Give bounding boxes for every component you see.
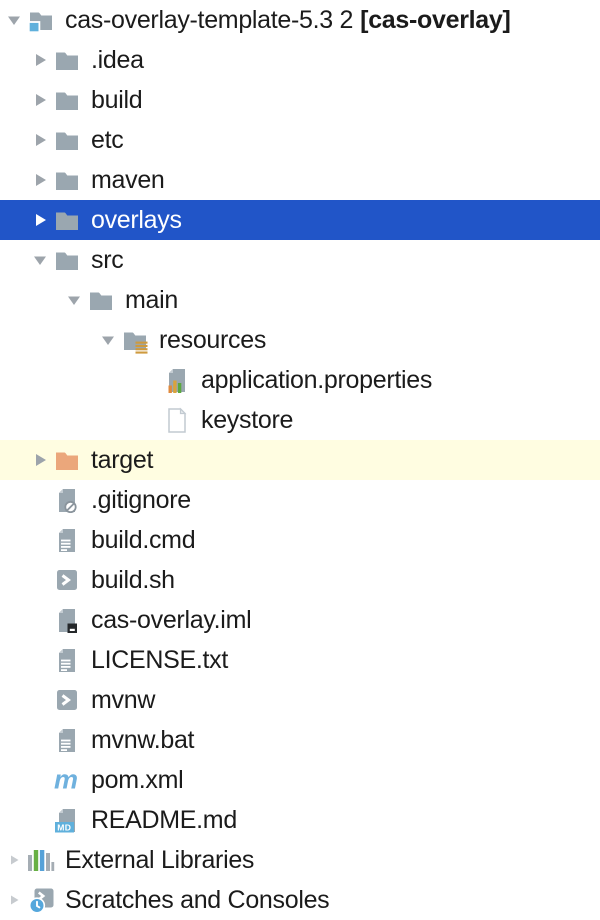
tree-row-src[interactable]: src [0,240,600,280]
tree-row-pom-xml[interactable]: m pom.xml [0,760,600,800]
markdown-file-icon: MD [52,807,82,833]
expanded-arrow-icon[interactable] [96,333,120,347]
collapsed-arrow-icon[interactable] [28,172,52,188]
text-file-icon [52,647,82,673]
tree-row-application-properties[interactable]: application.properties [0,360,600,400]
project-folder-icon [26,7,56,33]
folder-icon [52,247,82,273]
svg-text:MD: MD [57,823,71,833]
tree-item-label: README.md [91,806,237,834]
tree-row-build-sh[interactable]: build.sh [0,560,600,600]
tree-item-label: build.sh [91,566,175,594]
tree-item-label: .gitignore [91,486,191,514]
tree-item-label: main [125,286,178,314]
tree-row-mvnw[interactable]: mvnw [0,680,600,720]
tree-item-label: keystore [201,406,294,434]
expanded-arrow-icon[interactable] [2,13,26,27]
tree-row-keystore[interactable]: keystore [0,400,600,440]
tree-item-label: External Libraries [65,846,255,874]
iml-file-icon [52,607,82,633]
collapsed-arrow-icon[interactable] [28,52,52,68]
tree-item-label: src [91,246,124,274]
tree-item-label: build [91,86,143,114]
excluded-folder-icon [52,447,82,473]
tree-item-label: application.properties [201,366,433,394]
tree-row-build[interactable]: build [0,80,600,120]
tree-row-project-root[interactable]: cas-overlay-template-5.3 2[cas-overlay] [0,0,600,40]
tree-row-external-libraries[interactable]: External Libraries [0,840,600,880]
expanded-arrow-icon[interactable] [28,253,52,267]
properties-file-icon [162,367,192,393]
tree-row-resources[interactable]: resources [0,320,600,360]
tree-row-target[interactable]: target [0,440,600,480]
collapsed-arrow-icon[interactable] [2,894,26,906]
tree-item-label: resources [159,326,267,354]
folder-icon [52,47,82,73]
shell-file-icon [52,567,82,593]
tree-item-label: cas-overlay.iml [91,606,252,634]
tree-row-idea[interactable]: .idea [0,40,600,80]
tree-item-label: Scratches and Consoles [65,886,330,914]
collapsed-arrow-icon[interactable] [28,132,52,148]
tree-item-label: maven [91,166,165,194]
tree-item-label: pom.xml [91,766,184,794]
tree-row-license-txt[interactable]: LICENSE.txt [0,640,600,680]
tree-item-label: overlays [91,206,182,234]
shell-file-icon [52,687,82,713]
tree-row-build-cmd[interactable]: build.cmd [0,520,600,560]
folder-icon [52,207,82,233]
tree-item-label: cas-overlay-template-5.3 2 [65,6,354,34]
collapsed-arrow-icon[interactable] [28,212,52,228]
tree-row-cas-overlay-iml[interactable]: cas-overlay.iml [0,600,600,640]
scratches-icon [26,887,56,914]
text-file-icon [52,727,82,753]
maven-file-icon: m [52,767,82,793]
plain-file-icon [162,407,192,433]
tree-row-readme-md[interactable]: MD README.md [0,800,600,840]
tree-row-scratches-and-consoles[interactable]: Scratches and Consoles [0,880,600,920]
text-file-icon [52,527,82,553]
tree-row-mvnw-bat[interactable]: mvnw.bat [0,720,600,760]
collapsed-arrow-icon[interactable] [28,92,52,108]
collapsed-arrow-icon[interactable] [2,854,26,866]
tree-item-label: .idea [91,46,144,74]
resources-folder-icon [120,327,150,354]
tree-item-label: target [91,446,154,474]
tree-row-etc[interactable]: etc [0,120,600,160]
folder-icon [52,167,82,193]
libraries-icon [26,847,56,873]
folder-icon [52,87,82,113]
collapsed-arrow-icon[interactable] [28,452,52,468]
ignored-file-icon [52,487,82,513]
tree-row-overlays[interactable]: overlays [0,200,600,240]
expanded-arrow-icon[interactable] [62,293,86,307]
tree-row-maven[interactable]: maven [0,160,600,200]
tree-row-main[interactable]: main [0,280,600,320]
tree-item-label: build.cmd [91,526,196,554]
folder-icon [86,287,116,313]
tree-item-label: LICENSE.txt [91,646,229,674]
svg-text:m: m [54,767,78,793]
tree-item-label: etc [91,126,124,154]
tree-item-label: mvnw [91,686,156,714]
folder-icon [52,127,82,153]
tree-item-label-suffix: [cas-overlay] [360,6,511,34]
tree-row-gitignore[interactable]: .gitignore [0,480,600,520]
tree-item-label: mvnw.bat [91,726,195,754]
